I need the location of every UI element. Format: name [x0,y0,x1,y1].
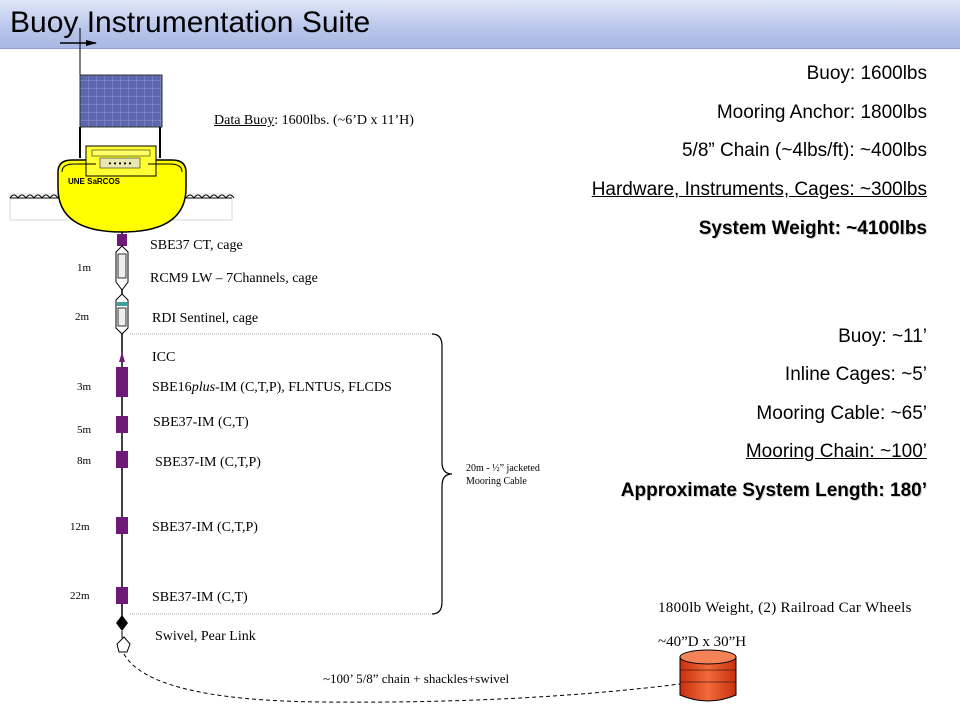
solar-panel [79,74,163,128]
depth-label-8m: 8m [77,455,92,467]
depth-label-22m: 22m [70,590,90,602]
depth-label-12m: 12m [70,521,90,533]
weight-buoy: Buoy: 1600lbs [806,63,927,84]
buoy-name: UNE SaRCOS [68,177,121,186]
label-sbe37-22m: SBE37-IM (C,T) [152,590,248,605]
rdi-sentinel-cage [115,293,129,335]
weight-anchor: Mooring Anchor: 1800lbs [716,102,927,123]
label-sbe37-8m: SBE37-IM (C,T,P) [155,455,261,470]
weight-chain: 5/8” Chain (~4lbs/ft): ~400lbs [681,140,927,161]
cable-brace [130,333,453,615]
label-rdi-sentinel: RDI Sentinel, cage [152,311,259,326]
icc-instrument [119,352,125,362]
label-sbe37-cage: SBE37 CT, cage [150,238,243,253]
anchor-label: 1800lb Weight, (2) Railroad Car Wheels [658,600,912,616]
sbe16-instrument [116,367,128,397]
page-title: Buoy Instrumentation Suite [10,6,371,39]
label-sbe37-12m: SBE37-IM (C,T,P) [152,520,258,535]
svg-text:• • • • •: • • • • • [109,159,132,168]
length-buoy: Buoy: ~11’ [838,326,927,347]
length-cable: Mooring Cable: ~65’ [756,403,927,424]
length-chain: Mooring Chain: ~100’ [745,441,927,462]
anchor-weight [679,649,737,702]
label-rcm9: RCM9 LW – 7Channels, cage [150,271,318,286]
depth-label-3m: 3m [77,381,92,393]
buoy-hull: • • • • • [57,145,187,233]
depth-label-2m: 2m [75,311,90,323]
anchor-size-label: ~40”D x 30”H [658,634,747,650]
length-total: Approximate System Length: 180’ [620,480,927,501]
chain-label: ~100’ 5/8” chain + shackles+swivel [323,671,510,686]
label-icc: ICC [152,350,176,365]
pear-link-icon [116,636,131,653]
sbe37-cage-instrument [117,234,127,246]
title-bar: Buoy Instrumentation Suite [0,0,960,49]
sbe37-12m-instrument [116,517,128,534]
depth-label-5m: 5m [77,424,92,436]
sbe37-8m-instrument [116,451,128,468]
label-sbe16: SBE16plus-IM (C,T,P), FLNTUS, FLCDS [152,380,392,395]
swivel-icon [116,615,128,631]
sbe37-5m-instrument [116,416,128,433]
sbe37-22m-instrument [116,587,128,604]
weight-hardware: Hardware, Instruments, Cages: ~300lbs [591,179,927,200]
cable-label: 20m - ½” jacketed Mooring Cable [466,463,540,487]
length-cages: Inline Cages: ~5’ [784,364,927,385]
label-sbe37-5m: SBE37-IM (C,T) [153,415,249,430]
depth-label-1m: 1m [77,262,92,274]
buoy-label: Data Buoy: 1600lbs. (~6’D x 11’H) [214,113,414,128]
weight-total: System Weight: ~4100lbs [698,218,927,239]
rcm9-cage [115,245,129,291]
label-swivel: Swivel, Pear Link [155,629,256,644]
